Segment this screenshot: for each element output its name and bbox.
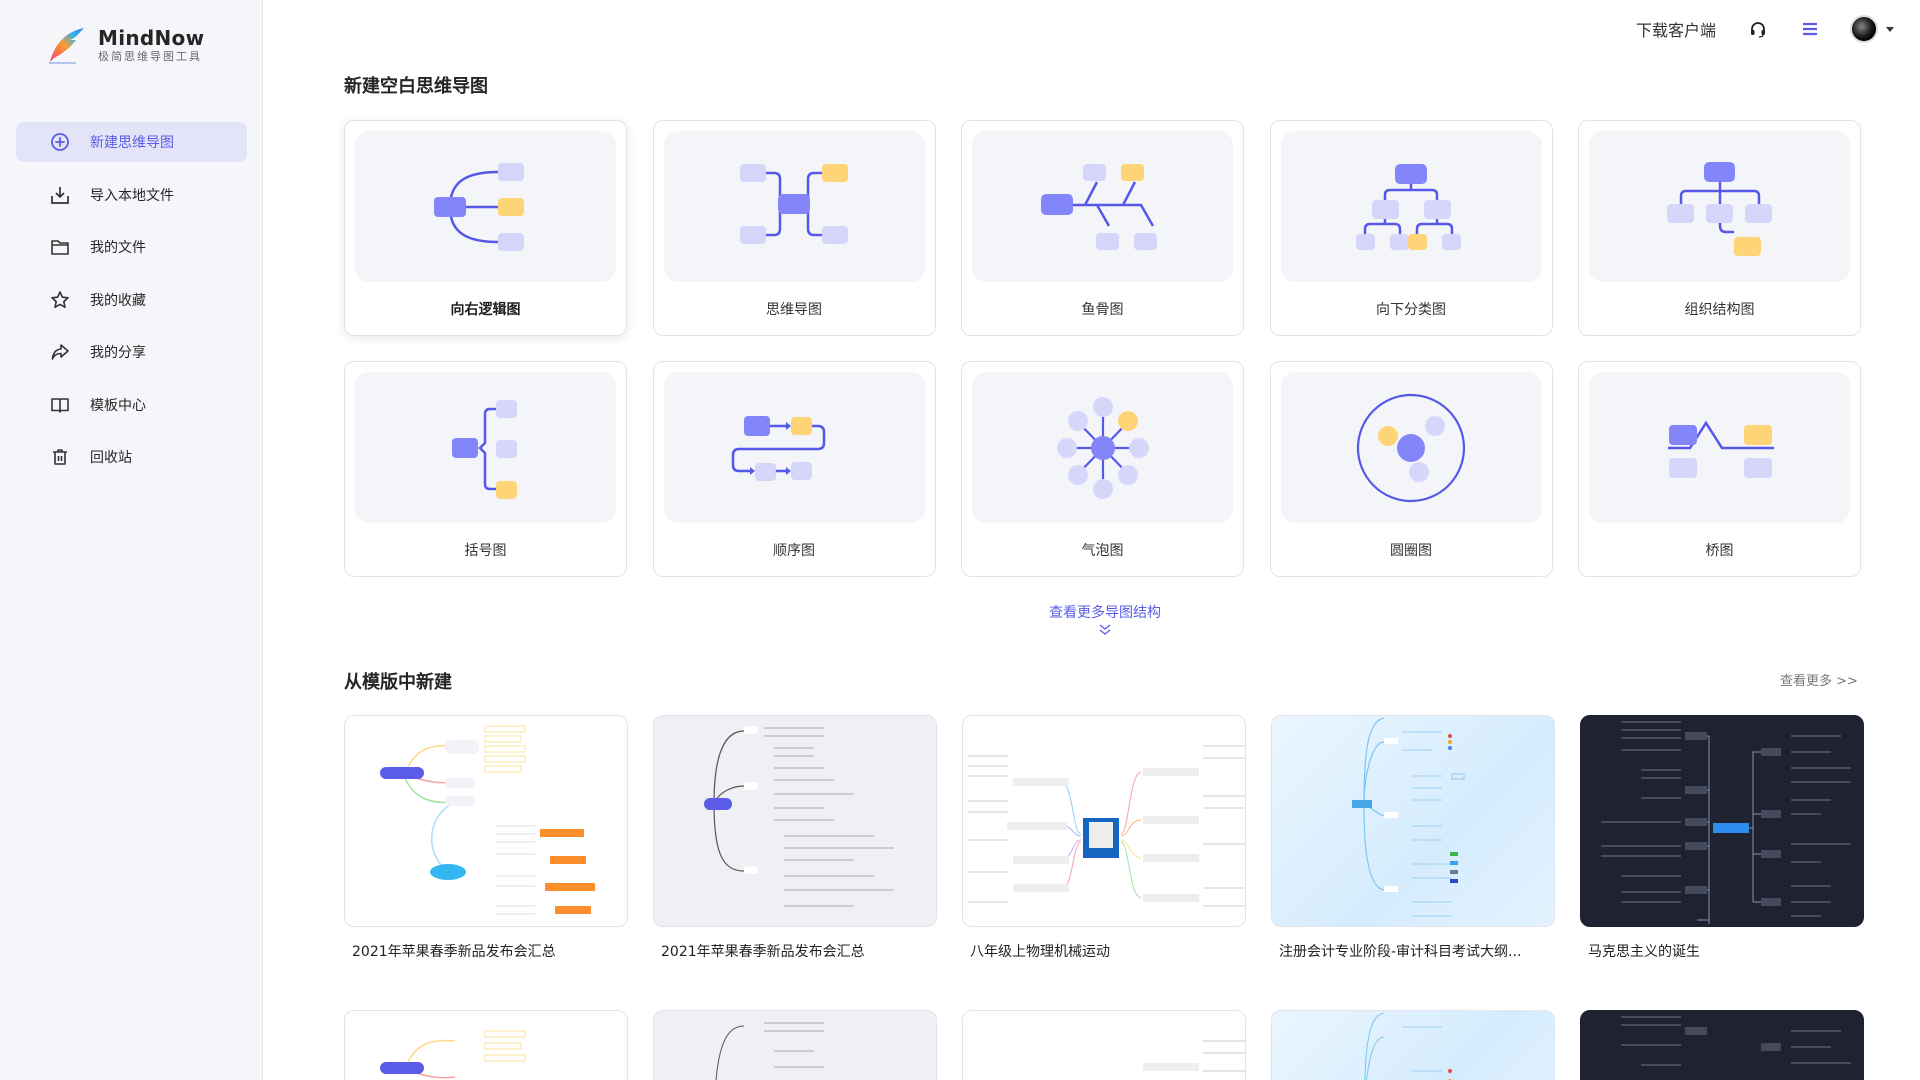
template-title: 八年级上物理机械运动 <box>970 944 1110 960</box>
template-thumbnail <box>344 1010 628 1080</box>
template-card[interactable] <box>1271 1010 1555 1080</box>
structure-label: 向下分类图 <box>1376 302 1446 318</box>
sidebar-item-label: 我的文件 <box>90 240 146 256</box>
sidebar-item-label: 新建思维导图 <box>90 135 174 151</box>
feather-logo-icon <box>49 28 84 64</box>
mindmap-diagram-icon <box>663 131 925 282</box>
template-card[interactable]: 2021年苹果春季新品发布会汇总 <box>653 715 937 961</box>
structure-card-sequence[interactable]: 顺序图 <box>652 361 936 577</box>
template-card[interactable]: 马克思主义的诞生 <box>1580 715 1864 961</box>
structure-label: 鱼骨图 <box>1081 302 1124 318</box>
structure-card-right-logic[interactable]: 向右逻辑图 <box>344 120 627 336</box>
structure-label: 桥图 <box>1705 543 1734 559</box>
template-thumbnail <box>653 715 937 927</box>
structure-label: 圆圈图 <box>1390 543 1432 559</box>
bracket-diagram-icon <box>355 372 616 523</box>
template-title: 2021年苹果春季新品发布会汇总 <box>352 944 556 960</box>
template-title: 注册会计专业阶段-审计科目考试大纲... <box>1279 944 1522 960</box>
structure-label: 向右逻辑图 <box>450 302 521 318</box>
template-card[interactable]: 八年级上物理机械运动 <box>962 715 1246 961</box>
structure-card-bubble[interactable]: 气泡图 <box>961 361 1244 577</box>
structure-grid: 向右逻辑图 思维导图 <box>344 120 1864 577</box>
import-icon <box>50 185 70 205</box>
template-card[interactable]: 2021年苹果春季新品发布会汇总 <box>344 715 628 961</box>
sidebar-item-import[interactable]: 导入本地文件 <box>16 175 247 215</box>
app-name: MindNow <box>98 26 205 50</box>
sidebar: MindNow 极简思维导图工具 新建思维导图 导入本地文件 <box>0 0 263 1080</box>
template-thumbnail <box>962 1010 1246 1080</box>
fishbone-diagram-icon <box>972 131 1233 282</box>
headset-icon[interactable] <box>1746 17 1770 41</box>
tree-down-diagram-icon <box>1280 131 1542 282</box>
sidebar-item-shares[interactable]: 我的分享 <box>16 332 247 372</box>
download-client-link[interactable]: 下载客户端 <box>1635 21 1716 40</box>
template-thumbnail <box>1580 1010 1864 1080</box>
template-card[interactable] <box>962 1010 1246 1080</box>
sidebar-item-label: 导入本地文件 <box>90 187 174 204</box>
sidebar-item-favorites[interactable]: 我的收藏 <box>16 280 247 320</box>
template-thumbnail <box>344 715 628 927</box>
view-more-templates-link[interactable]: 查看更多 >> <box>1780 674 1858 689</box>
sidebar-item-new-mindmap[interactable]: 新建思维导图 <box>16 122 247 162</box>
structure-label: 括号图 <box>464 543 507 559</box>
template-thumbnail <box>1271 1010 1555 1080</box>
sidebar-item-trash[interactable]: 回收站 <box>16 437 247 477</box>
sequence-diagram-icon <box>663 372 925 523</box>
template-card[interactable] <box>1580 1010 1864 1080</box>
more-structures-label: 查看更多导图结构 <box>1049 605 1161 621</box>
sidebar-item-my-files[interactable]: 我的文件 <box>16 227 247 267</box>
right-logic-diagram-icon <box>355 131 616 282</box>
logo[interactable]: MindNow 极简思维导图工具 <box>46 24 204 66</box>
template-card[interactable]: 注册会计专业阶段-审计科目考试大纲... <box>1271 715 1555 961</box>
folder-icon <box>50 237 70 257</box>
structure-label: 思维导图 <box>766 302 822 318</box>
double-chevron-down-icon <box>1040 624 1170 636</box>
structure-label: 顺序图 <box>773 543 815 559</box>
more-structures-link[interactable]: 查看更多导图结构 <box>1040 602 1170 636</box>
template-title: 马克思主义的诞生 <box>1588 944 1700 960</box>
app-tagline: 极简思维导图工具 <box>98 50 202 63</box>
plus-circle-icon <box>50 132 70 152</box>
template-thumbnail <box>1271 715 1555 927</box>
star-icon <box>50 290 70 310</box>
structure-card-bracket[interactable]: 括号图 <box>344 361 627 577</box>
structure-card-bridge[interactable]: 桥图 <box>1578 361 1861 577</box>
template-thumbnail <box>1580 715 1864 927</box>
sidebar-item-label: 模板中心 <box>90 397 146 414</box>
template-thumbnail <box>653 1010 937 1080</box>
sidebar-item-label: 我的收藏 <box>90 292 146 309</box>
template-title: 2021年苹果春季新品发布会汇总 <box>661 944 865 960</box>
chevron-down-icon[interactable] <box>1886 26 1894 32</box>
book-icon <box>50 395 70 415</box>
sidebar-item-label: 我的分享 <box>90 345 146 361</box>
template-grid-row-2 <box>344 1010 1864 1080</box>
trash-icon <box>50 447 70 467</box>
structure-label: 气泡图 <box>1081 543 1124 559</box>
structure-card-circle[interactable]: 圆圈图 <box>1269 361 1553 577</box>
bridge-diagram-icon <box>1589 372 1850 523</box>
structure-label: 组织结构图 <box>1684 302 1755 318</box>
org-chart-diagram-icon <box>1589 131 1850 282</box>
sidebar-nav: 新建思维导图 导入本地文件 我的文件 我的收藏 <box>16 122 247 490</box>
templates-section-title: 从模版中新建 <box>344 672 452 693</box>
sidebar-item-templates[interactable]: 模板中心 <box>16 385 247 425</box>
bubble-diagram-icon <box>972 372 1233 523</box>
structure-card-fishbone[interactable]: 鱼骨图 <box>961 120 1244 336</box>
structure-card-tree-down[interactable]: 向下分类图 <box>1269 120 1553 336</box>
share-icon <box>50 342 70 362</box>
circle-diagram-icon <box>1280 372 1542 523</box>
blank-section-title: 新建空白思维导图 <box>344 76 488 97</box>
template-card[interactable] <box>653 1010 937 1080</box>
menu-icon[interactable] <box>1798 17 1822 41</box>
template-grid: 2021年苹果春季新品发布会汇总 2021年苹果春季新品发布会汇总 <box>344 715 1864 961</box>
structure-card-mindmap[interactable]: 思维导图 <box>652 120 936 336</box>
template-card[interactable] <box>344 1010 628 1080</box>
sidebar-item-label: 回收站 <box>90 450 132 466</box>
template-thumbnail <box>962 715 1246 927</box>
avatar[interactable] <box>1850 15 1878 43</box>
structure-card-org[interactable]: 组织结构图 <box>1578 120 1861 336</box>
topbar: 下载客户端 <box>1636 0 1920 58</box>
